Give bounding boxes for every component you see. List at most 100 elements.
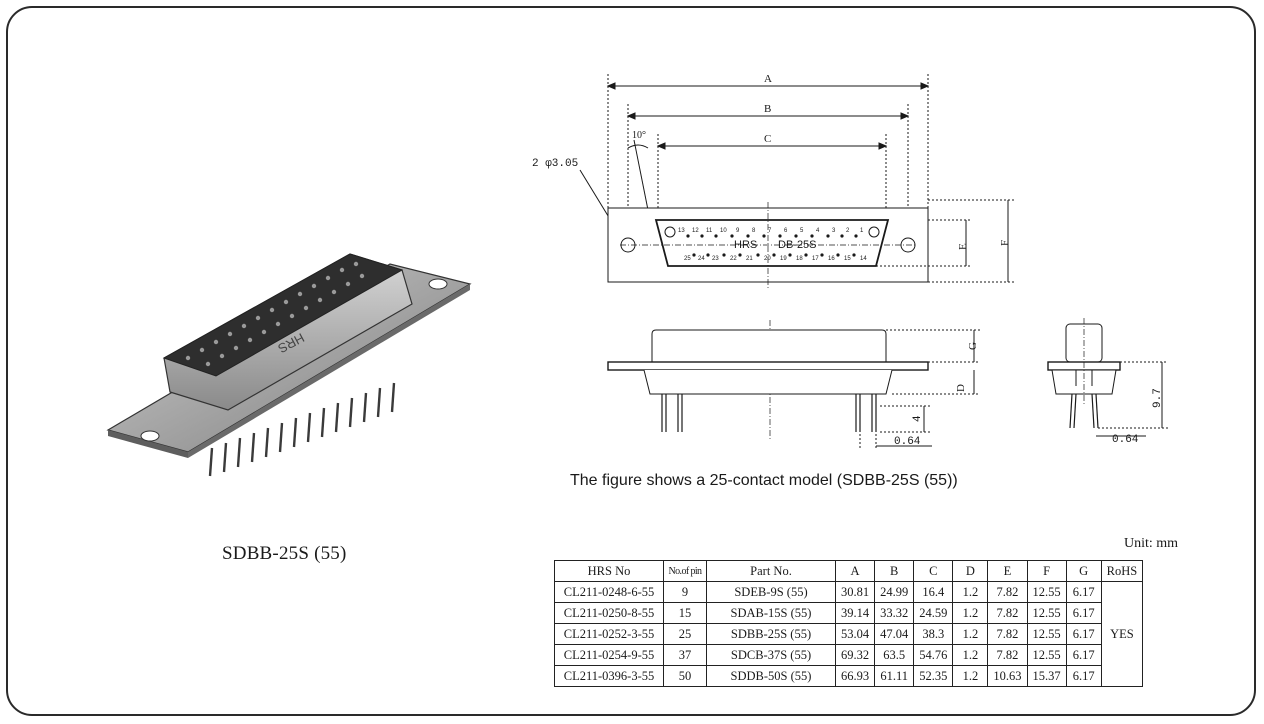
cell-d: 1.2 bbox=[952, 665, 989, 687]
pin-number-23: 23 bbox=[712, 256, 719, 262]
cell-part-no: SDEB-9S (55) bbox=[706, 581, 836, 603]
cell-c: 52.35 bbox=[913, 665, 954, 687]
cell-c: 16.4 bbox=[913, 581, 954, 603]
cell-c: 24.59 bbox=[913, 602, 954, 624]
pin-number-15: 15 bbox=[844, 256, 851, 262]
pin-number-2: 2 bbox=[846, 228, 850, 234]
col-part-no: Part No. bbox=[706, 560, 836, 582]
cell-pins: 25 bbox=[663, 623, 707, 645]
table-row: CL211-0254-9-55 37 SDCB-37S (55) 69.32 6… bbox=[554, 644, 1143, 666]
cell-e: 7.82 bbox=[987, 581, 1028, 603]
cell-part-no: SDBB-25S (55) bbox=[706, 623, 836, 645]
cell-g: 6.17 bbox=[1065, 644, 1102, 666]
cell-c: 38.3 bbox=[913, 623, 954, 645]
cell-f: 12.55 bbox=[1026, 623, 1067, 645]
dim-side-height-label: 9.7 bbox=[1152, 388, 1164, 408]
cell-a: 66.93 bbox=[834, 665, 876, 687]
pin-number-3: 3 bbox=[832, 228, 836, 234]
cell-rohs: YES bbox=[1100, 581, 1144, 687]
cell-b: 61.11 bbox=[874, 665, 915, 687]
spec-table: HRS No No.of pin Part No. A B C D E F G … bbox=[554, 560, 1144, 687]
pin-number-17: 17 bbox=[812, 256, 819, 262]
dimension-drawing: A B C 10° 2 φ3.05 HRS DB-25S 13 12 11 10… bbox=[532, 73, 1168, 450]
cell-hrs-no: CL211-0252-3-55 bbox=[554, 623, 664, 645]
cell-e: 7.82 bbox=[987, 644, 1028, 666]
cell-d: 1.2 bbox=[952, 644, 989, 666]
table-row: CL211-0396-3-55 50 SDDB-50S (55) 66.93 6… bbox=[554, 665, 1143, 687]
col-a: A bbox=[834, 560, 876, 582]
cell-a: 69.32 bbox=[834, 644, 876, 666]
cell-c: 54.76 bbox=[913, 644, 954, 666]
cell-part-no: SDAB-15S (55) bbox=[706, 602, 836, 624]
cell-d: 1.2 bbox=[952, 602, 989, 624]
pin-number-25: 25 bbox=[684, 256, 691, 262]
pin-number-12: 12 bbox=[692, 228, 699, 234]
cell-hrs-no: CL211-0396-3-55 bbox=[554, 665, 664, 687]
figure-caption: The figure shows a 25-contact model (SDB… bbox=[570, 472, 958, 489]
pin-number-24: 24 bbox=[698, 256, 705, 262]
table-row: CL211-0252-3-55 25 SDBB-25S (55) 53.04 4… bbox=[554, 623, 1143, 645]
col-no-of-pin: No.of pin bbox=[663, 560, 707, 582]
pin-number-8: 8 bbox=[752, 228, 756, 234]
connector-photo: HRS bbox=[106, 253, 472, 477]
cell-part-no: SDDB-50S (55) bbox=[706, 665, 836, 687]
pin-number-13: 13 bbox=[678, 228, 685, 234]
pin-number-11: 11 bbox=[706, 228, 713, 234]
pin-number-20: 20 bbox=[764, 256, 771, 262]
dim-angle-label: 10° bbox=[632, 130, 646, 141]
cell-b: 33.32 bbox=[874, 602, 915, 624]
pin-number-5: 5 bbox=[800, 228, 804, 234]
cell-b: 47.04 bbox=[874, 623, 915, 645]
page-frame bbox=[6, 6, 1256, 716]
cell-hrs-no: CL211-0254-9-55 bbox=[554, 644, 664, 666]
cell-b: 24.99 bbox=[874, 581, 915, 603]
dim-d-label: D bbox=[955, 384, 967, 392]
pin-number-6: 6 bbox=[784, 228, 788, 234]
table-header-row: HRS No No.of pin Part No. A B C D E F G … bbox=[554, 560, 1144, 582]
col-rohs: RoHS bbox=[1100, 560, 1144, 582]
pin-number-9: 9 bbox=[736, 228, 740, 234]
dim-g-label: G bbox=[967, 342, 979, 350]
cell-e: 7.82 bbox=[987, 602, 1028, 624]
cell-hrs-no: CL211-0250-8-55 bbox=[554, 602, 664, 624]
pin-number-1: 1 bbox=[860, 228, 864, 234]
dim-f-label: F bbox=[999, 240, 1011, 246]
photo-caption: SDBB-25S (55) bbox=[222, 543, 347, 564]
cell-pins: 15 bbox=[663, 602, 707, 624]
dim-b-label: B bbox=[764, 103, 771, 115]
dim-a-label: A bbox=[764, 73, 772, 85]
col-hrs-no: HRS No bbox=[554, 560, 664, 582]
cell-f: 12.55 bbox=[1026, 581, 1067, 603]
cell-a: 53.04 bbox=[834, 623, 876, 645]
unit-label: Unit: mm bbox=[1124, 536, 1179, 551]
cell-g: 6.17 bbox=[1065, 665, 1102, 687]
cell-pins: 50 bbox=[663, 665, 707, 687]
pin-number-10: 10 bbox=[720, 228, 727, 234]
pin-number-4: 4 bbox=[816, 228, 820, 234]
cell-e: 10.63 bbox=[987, 665, 1028, 687]
cell-part-no: SDCB-37S (55) bbox=[706, 644, 836, 666]
cell-a: 30.81 bbox=[834, 581, 876, 603]
cell-hrs-no: CL211-0248-6-55 bbox=[554, 581, 664, 603]
cell-f: 12.55 bbox=[1026, 644, 1067, 666]
cell-d: 1.2 bbox=[952, 581, 989, 603]
dim-pin-offset-label: 0.64 bbox=[894, 436, 921, 448]
cell-pins: 9 bbox=[663, 581, 707, 603]
dim-side-offset-label: 0.64 bbox=[1112, 434, 1139, 446]
cell-g: 6.17 bbox=[1065, 602, 1102, 624]
cell-e: 7.82 bbox=[987, 623, 1028, 645]
pin-number-14: 14 bbox=[860, 256, 867, 262]
dim-pin-length-label: 4 bbox=[912, 415, 924, 422]
cell-pins: 37 bbox=[663, 644, 707, 666]
face-model-label: DB-25S bbox=[778, 239, 817, 251]
col-d: D bbox=[952, 560, 989, 582]
col-e: E bbox=[987, 560, 1028, 582]
col-g: G bbox=[1065, 560, 1102, 582]
cell-g: 6.17 bbox=[1065, 623, 1102, 645]
pin-number-16: 16 bbox=[828, 256, 835, 262]
dim-e-label: E bbox=[957, 243, 969, 250]
col-f: F bbox=[1026, 560, 1067, 582]
cell-a: 39.14 bbox=[834, 602, 876, 624]
col-c: C bbox=[913, 560, 954, 582]
table-row: CL211-0248-6-55 9 SDEB-9S (55) 30.81 24.… bbox=[554, 581, 1144, 687]
